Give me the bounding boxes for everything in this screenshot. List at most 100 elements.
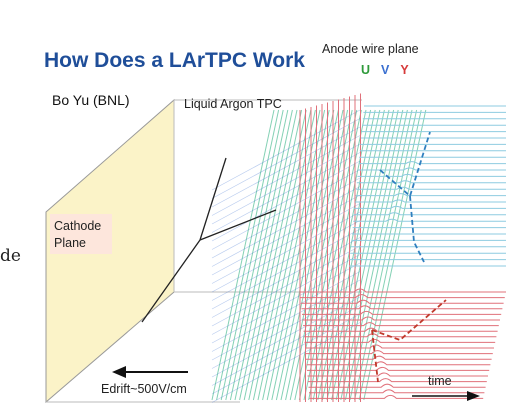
plane-letter-u: U (361, 63, 371, 77)
drift-arrow (112, 366, 188, 378)
v-wire (211, 109, 361, 191)
v-wire (211, 245, 361, 327)
v-wire (211, 305, 361, 386)
waveform-line (308, 383, 486, 388)
waveform-line (356, 180, 506, 184)
waveform-line (358, 161, 506, 165)
v-wire (211, 143, 361, 225)
u-wire (225, 109, 289, 401)
plane-letter-v: V (381, 63, 390, 77)
u-wire (308, 109, 372, 401)
v-wire (211, 271, 361, 352)
u-wire (344, 109, 408, 401)
blue-track-signal (379, 131, 431, 263)
waveform-line (300, 288, 506, 293)
cathode-label-line2: Plane (54, 236, 86, 250)
v-wire (211, 288, 361, 369)
waveform-line (357, 173, 506, 177)
waveform-line (356, 186, 506, 190)
u-wire (271, 109, 335, 401)
u-wire (335, 109, 399, 401)
reconstructed-track-signals (371, 131, 447, 383)
blue-waveforms (349, 105, 506, 267)
waveform-line (308, 378, 487, 383)
waveform-line (355, 193, 506, 197)
y-wire-plane (299, 93, 361, 402)
v-wire (211, 169, 361, 250)
cathode-plane-label: Cathode Plane (54, 218, 101, 252)
u-wire (326, 109, 390, 401)
waveform-line (353, 212, 506, 216)
v-wire (211, 186, 361, 267)
u-wire (358, 109, 422, 401)
drift-field-label: Edrift~500V/cm (101, 382, 187, 396)
waveform-line (309, 389, 485, 394)
red-track-signal (371, 299, 447, 383)
u-wire (262, 109, 326, 401)
v-wire (211, 322, 361, 403)
v-wire (211, 237, 361, 318)
waveform-line (302, 316, 500, 321)
waveform-line (358, 167, 506, 171)
u-wire (243, 109, 307, 401)
time-arrow (412, 391, 480, 401)
waveform-line (355, 199, 506, 203)
v-wire (211, 194, 361, 276)
waveform-line (300, 294, 505, 299)
cathode-label-line1: Cathode (54, 219, 102, 233)
u-wire (331, 109, 395, 401)
waveform-line (306, 355, 492, 360)
u-wire (252, 109, 316, 401)
u-wire (275, 109, 339, 401)
v-wire (211, 126, 361, 208)
author-label: Bo Yu (BNL) (52, 92, 130, 108)
waveform-line (354, 205, 506, 209)
u-wire (211, 109, 275, 401)
u-wire (317, 109, 381, 401)
u-wire (354, 109, 418, 401)
plane-letter-y: Y (400, 63, 409, 77)
u-wire (220, 109, 284, 401)
signal-waveform-panel (300, 105, 506, 399)
anode-wire-plane-label: Anode wire plane (322, 42, 419, 56)
waveform-line (307, 372, 488, 377)
waveform-line (303, 327, 498, 332)
u-wire (216, 109, 280, 401)
v-wire (211, 220, 361, 301)
v-wire (211, 177, 361, 259)
anode-wire-planes (211, 93, 427, 403)
waveform-line (306, 361, 491, 366)
v-wire (211, 228, 361, 310)
u-wire (229, 109, 293, 401)
waveform-line (305, 350, 493, 355)
u-wire (239, 109, 303, 401)
waveform-line (309, 394, 484, 399)
v-wire (211, 296, 361, 378)
u-wire-plane (211, 109, 427, 401)
v-wire (211, 135, 361, 216)
v-wire-plane (211, 109, 361, 403)
tpc-label: Liquid Argon TPC (184, 97, 282, 111)
waveform-line (301, 305, 503, 310)
waveform-line (353, 218, 506, 222)
waveform-line (301, 299, 504, 304)
v-wire (211, 118, 361, 199)
v-wire (211, 160, 361, 242)
u-wire (303, 109, 367, 401)
waveform-line (303, 322, 499, 327)
u-wire (257, 109, 321, 401)
waveform-line (304, 338, 496, 343)
waveform-line (305, 344, 494, 349)
time-axis-label: time (428, 374, 452, 388)
v-wire (211, 152, 361, 233)
cut-off-text: de (0, 246, 21, 266)
v-wire (211, 203, 361, 284)
cathode-label-background (50, 214, 112, 254)
u-wire (298, 109, 362, 401)
v-wire (211, 262, 361, 344)
slide-title: How Does a LArTPC Work (44, 49, 305, 72)
u-wire (266, 109, 330, 401)
